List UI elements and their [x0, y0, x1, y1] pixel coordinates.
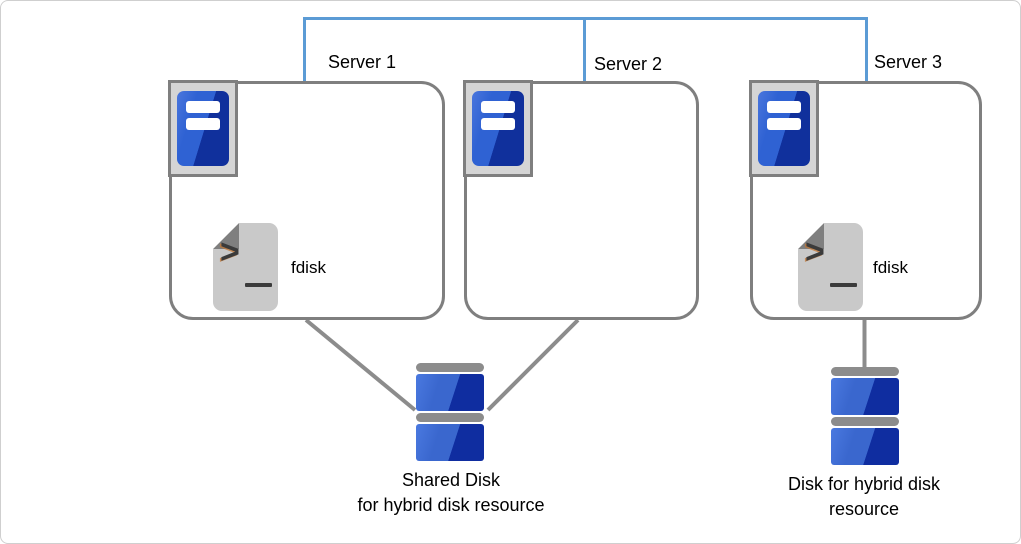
server3-icon — [749, 80, 819, 177]
server-tower-icon — [758, 91, 810, 166]
hybrid-disk-icon — [831, 367, 899, 467]
shared-disk-label-line2: for hybrid disk resource — [357, 495, 545, 515]
disk-cap — [831, 417, 899, 426]
server3-label: Server 3 — [874, 52, 943, 72]
hybrid-disk-label-line1: Disk for hybrid disk — [787, 474, 941, 494]
disk-platter — [831, 378, 899, 415]
server3-fdisk-label: fdisk — [873, 258, 908, 277]
disk-platter — [416, 424, 484, 461]
server2-icon — [463, 80, 533, 177]
prompt-chevron-icon: > — [220, 233, 240, 271]
server-slot-bar — [767, 118, 801, 130]
server-slot-bar — [186, 118, 220, 130]
disk-platter — [831, 428, 899, 465]
prompt-chevron-icon: > — [805, 233, 825, 271]
server1-icon — [168, 80, 238, 177]
server2-label: Server 2 — [594, 54, 663, 74]
disk-cap — [416, 363, 484, 372]
server2-to-shared-disk-line — [486, 318, 580, 412]
server1-label: Server 1 — [328, 52, 397, 72]
shared-disk-icon — [416, 363, 484, 463]
server2-box — [464, 81, 699, 320]
hybrid-disk-label: Disk for hybrid disk resource — [744, 472, 984, 522]
prompt-underscore-icon — [830, 283, 857, 287]
disk-cap — [831, 367, 899, 376]
server1-to-shared-disk-line — [304, 318, 417, 412]
hybrid-disk-label-line2: resource — [828, 499, 900, 519]
server-tower-icon — [472, 91, 524, 166]
shared-disk-label-line1: Shared Disk — [401, 470, 501, 490]
server-slot-bar — [481, 101, 515, 113]
disk-cap — [416, 413, 484, 422]
server-slot-bar — [767, 101, 801, 113]
server-tower-icon — [177, 91, 229, 166]
disk-platter — [416, 374, 484, 411]
server1-fdisk-label: fdisk — [291, 258, 326, 277]
prompt-underscore-icon — [245, 283, 272, 287]
shared-disk-label: Shared Disk for hybrid disk resource — [311, 468, 591, 518]
server-slot-bar — [481, 118, 515, 130]
network-line — [303, 17, 868, 83]
server-slot-bar — [186, 101, 220, 113]
